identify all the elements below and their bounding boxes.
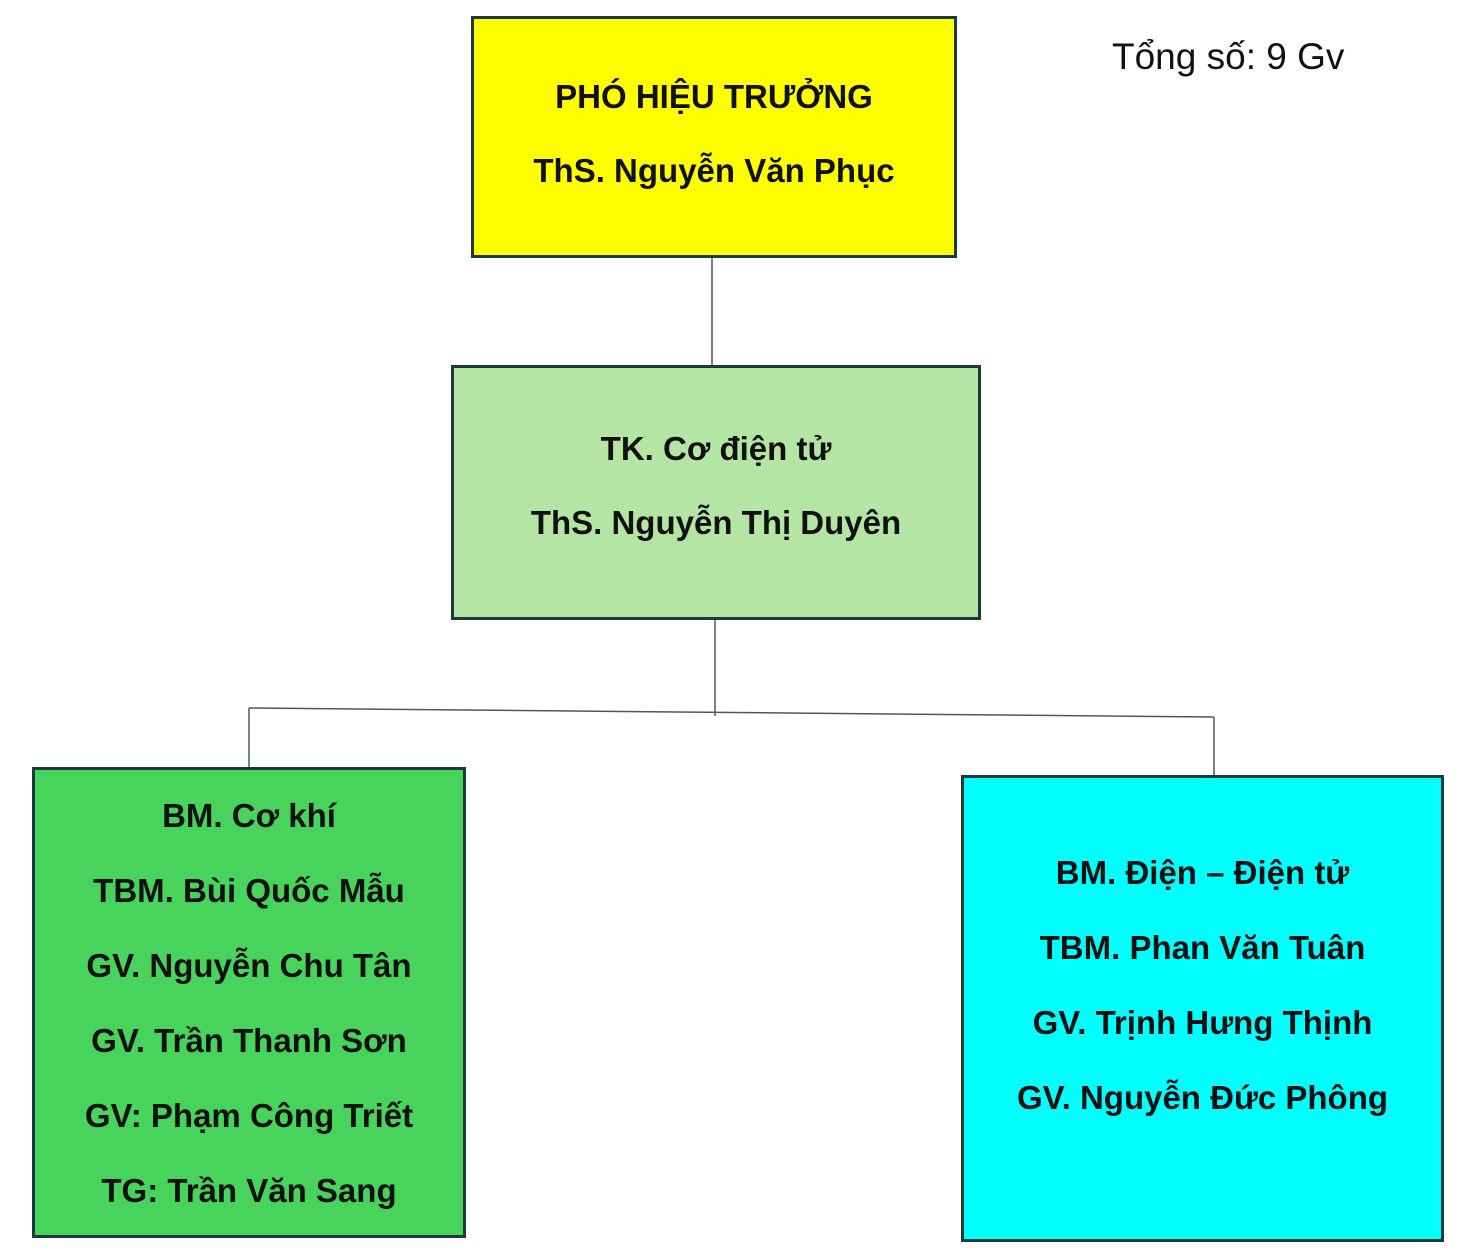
electrical-member: GV. Trịnh Hưng Thịnh — [1032, 1004, 1373, 1041]
mechanical-member: GV. Nguyễn Chu Tân — [86, 947, 412, 984]
vice-principal-title: PHÓ HIỆU TRƯỞNG — [555, 78, 873, 115]
vice-principal-name: ThS. Nguyễn Văn Phục — [533, 152, 895, 189]
vice-principal-box: PHÓ HIỆU TRƯỞNG ThS. Nguyễn Văn Phục — [471, 16, 957, 258]
department-head-name: ThS. Nguyễn Thị Duyên — [530, 503, 902, 541]
mechanical-member: GV: Phạm Công Triết — [84, 1097, 414, 1134]
department-title: TK. Cơ điện tử — [600, 429, 832, 467]
electrical-division-head: TBM. Phan Văn Tuân — [1039, 929, 1366, 966]
total-staff-count: Tổng số: 9 Gv — [1112, 36, 1345, 77]
connector-horizontal — [248, 707, 1215, 718]
mechanical-division-box: BM. Cơ khí TBM. Bùi Quốc Mẫu GV. Nguyễn … — [32, 767, 466, 1238]
electrical-division-box: BM. Điện – Điện tử TBM. Phan Văn Tuân GV… — [961, 775, 1444, 1242]
mechanical-division-title: BM. Cơ khí — [162, 797, 336, 834]
mechanical-member: TG: Trần Văn Sang — [101, 1172, 397, 1209]
electrical-division-title: BM. Điện – Điện tử — [1055, 854, 1350, 891]
mechanical-division-head: TBM. Bùi Quốc Mẫu — [93, 872, 405, 909]
mechanical-member: GV. Trần Thanh Sơn — [91, 1022, 407, 1059]
department-head-box: TK. Cơ điện tử ThS. Nguyễn Thị Duyên — [451, 365, 981, 620]
electrical-member: GV. Nguyễn Đức Phông — [1016, 1079, 1389, 1116]
